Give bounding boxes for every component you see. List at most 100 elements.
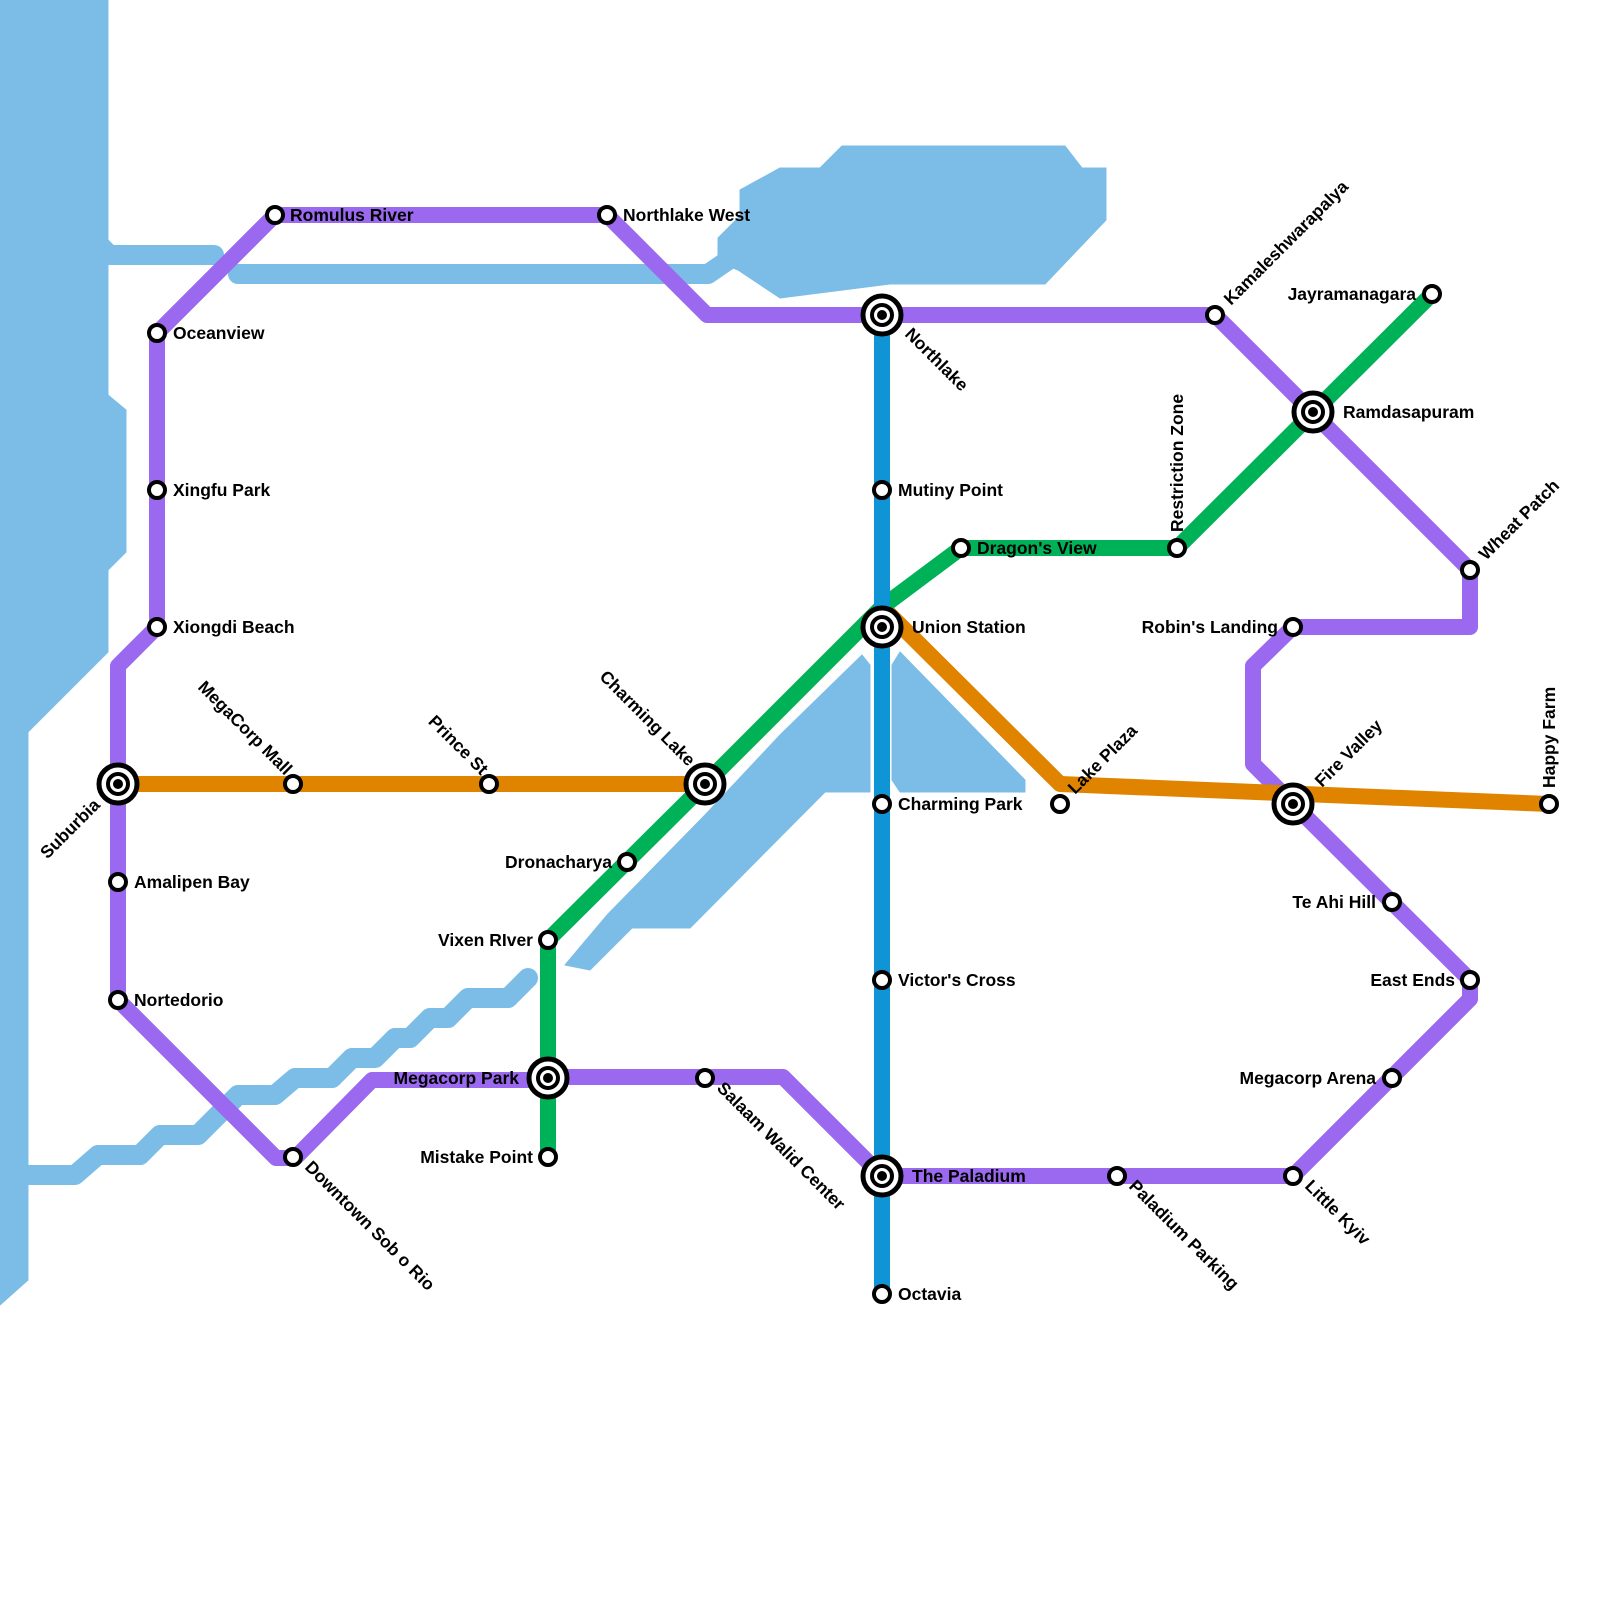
label-xiongdi-beach: Xiongdi Beach xyxy=(173,617,295,637)
interchange-inner-ring xyxy=(1301,400,1325,424)
label-the-paladium: The Paladium xyxy=(912,1166,1026,1186)
station-mistake-point[interactable] xyxy=(538,1147,558,1167)
station-amalipen-bay[interactable] xyxy=(108,872,128,892)
label-northlake: Northlake xyxy=(901,324,972,395)
label-megacorp-mall: MegaCorp Mall xyxy=(194,677,296,779)
station-kamaleshwarapalya[interactable] xyxy=(1205,305,1225,325)
label-restriction-zone: Restriction Zone xyxy=(1167,394,1187,532)
station-oceanview[interactable] xyxy=(147,323,167,343)
interchange-union-station[interactable] xyxy=(860,605,904,649)
station-jayramanagara[interactable] xyxy=(1422,284,1442,304)
label-romulus-river: Romulus River xyxy=(290,205,414,225)
interchange-dot xyxy=(1308,407,1318,417)
interchange-megacorp-park[interactable] xyxy=(526,1056,570,1100)
interchange-inner-ring xyxy=(1281,792,1305,816)
interchange-northlake[interactable] xyxy=(860,293,904,337)
label-dragons-view: Dragon's View xyxy=(977,538,1097,558)
label-wheat-patch: Wheat Patch xyxy=(1475,475,1563,563)
label-oceanview: Oceanview xyxy=(173,323,265,343)
station-restriction-zone[interactable] xyxy=(1167,538,1187,558)
station-mutiny-point[interactable] xyxy=(872,480,892,500)
interchange-dot xyxy=(1288,799,1298,809)
station-dragons-view[interactable] xyxy=(951,538,971,558)
station-prince-st[interactable] xyxy=(479,774,499,794)
north-lake-water xyxy=(717,145,1107,299)
station-robins-landing[interactable] xyxy=(1283,617,1303,637)
label-downtown-sob-o-rio: Downtown Sob o Rio xyxy=(301,1157,439,1295)
station-dronacharya[interactable] xyxy=(617,852,637,872)
interchange-fire-valley[interactable] xyxy=(1271,782,1315,826)
interchange-ramdasapuram[interactable] xyxy=(1291,390,1335,434)
station-happy-farm[interactable] xyxy=(1539,794,1559,814)
purple-line-north[interactable] xyxy=(267,207,1478,1184)
interchange-dot xyxy=(877,1171,887,1181)
interchange-dot xyxy=(700,779,710,789)
label-te-ahi-hill: Te Ahi Hill xyxy=(1292,892,1376,912)
label-northlake-west: Northlake West xyxy=(623,205,750,225)
interchange-inner-ring xyxy=(870,1164,894,1188)
central-lake-water xyxy=(564,654,871,971)
station-little-kyiv[interactable] xyxy=(1283,1166,1303,1186)
interchange-inner-ring xyxy=(870,615,894,639)
label-charming-lake: Charming Lake xyxy=(596,666,700,770)
interchange-inner-ring xyxy=(870,303,894,327)
station-megacorp-mall[interactable] xyxy=(283,774,303,794)
southwest-river xyxy=(18,968,538,1185)
label-mutiny-point: Mutiny Point xyxy=(898,480,1003,500)
station-octavia[interactable] xyxy=(872,1284,892,1304)
west-coast-water xyxy=(0,0,127,1306)
label-nortedorio: Nortedorio xyxy=(134,990,223,1010)
label-mistake-point: Mistake Point xyxy=(420,1147,533,1167)
station-northlake-west[interactable] xyxy=(597,205,617,225)
interchange-inner-ring xyxy=(106,772,130,796)
label-paladium-parking: Paladium Parking xyxy=(1125,1176,1243,1294)
label-amalipen-bay: Amalipen Bay xyxy=(134,872,250,892)
north-canal-lower xyxy=(228,242,750,284)
label-octavia: Octavia xyxy=(898,1284,961,1304)
station-charming-park[interactable] xyxy=(872,794,892,814)
station-east-ends[interactable] xyxy=(1460,970,1480,990)
label-xingfu-park: Xingfu Park xyxy=(173,480,271,500)
interchange-the-paladium[interactable] xyxy=(860,1154,904,1198)
station-victors-cross[interactable] xyxy=(872,970,892,990)
label-union-station: Union Station xyxy=(912,617,1026,637)
label-salaam-walid-center: Salaam Walid Center xyxy=(713,1078,849,1214)
label-east-ends: East Ends xyxy=(1370,970,1455,990)
label-fire-valley: Fire Valley xyxy=(1311,715,1387,791)
east-lake-water xyxy=(891,651,1026,793)
label-charming-park: Charming Park xyxy=(898,794,1023,814)
interchange-dot xyxy=(113,779,123,789)
station-downtown-sob-o-rio[interactable] xyxy=(283,1147,303,1167)
label-jayramanagara: Jayramanagara xyxy=(1288,284,1417,304)
label-robins-landing: Robin's Landing xyxy=(1142,617,1278,637)
label-victors-cross: Victor's Cross xyxy=(898,970,1016,990)
label-vixen-river: Vixen RIver xyxy=(438,930,533,950)
label-megacorp-park: Megacorp Park xyxy=(394,1068,520,1088)
station-romulus-river[interactable] xyxy=(265,205,285,225)
interchange-charming-lake[interactable] xyxy=(683,762,727,806)
label-megacorp-arena: Megacorp Arena xyxy=(1240,1068,1377,1088)
station-xingfu-park[interactable] xyxy=(147,480,167,500)
interchange-dot xyxy=(877,622,887,632)
station-salaam-walid-center[interactable] xyxy=(695,1068,715,1088)
station-megacorp-arena[interactable] xyxy=(1382,1068,1402,1088)
interchange-inner-ring xyxy=(693,772,717,796)
interchange-dot xyxy=(877,310,887,320)
label-happy-farm: Happy Farm xyxy=(1539,687,1559,788)
station-paladium-parking[interactable] xyxy=(1107,1166,1127,1186)
station-lake-plaza[interactable] xyxy=(1050,794,1070,814)
station-wheat-patch[interactable] xyxy=(1460,560,1480,580)
station-vixen-river[interactable] xyxy=(538,930,558,950)
station-nortedorio[interactable] xyxy=(108,990,128,1010)
label-suburbia: Suburbia xyxy=(36,795,104,863)
interchange-suburbia[interactable] xyxy=(96,762,140,806)
label-little-kyiv: Little Kyiv xyxy=(1301,1176,1374,1249)
label-ramdasapuram: Ramdasapuram xyxy=(1343,402,1474,422)
station-te-ahi-hill[interactable] xyxy=(1382,892,1402,912)
stations xyxy=(96,205,1559,1304)
water-features xyxy=(0,0,1107,1306)
purple-line-west[interactable] xyxy=(110,207,556,1166)
interchange-dot xyxy=(543,1073,553,1083)
station-xiongdi-beach[interactable] xyxy=(147,617,167,637)
